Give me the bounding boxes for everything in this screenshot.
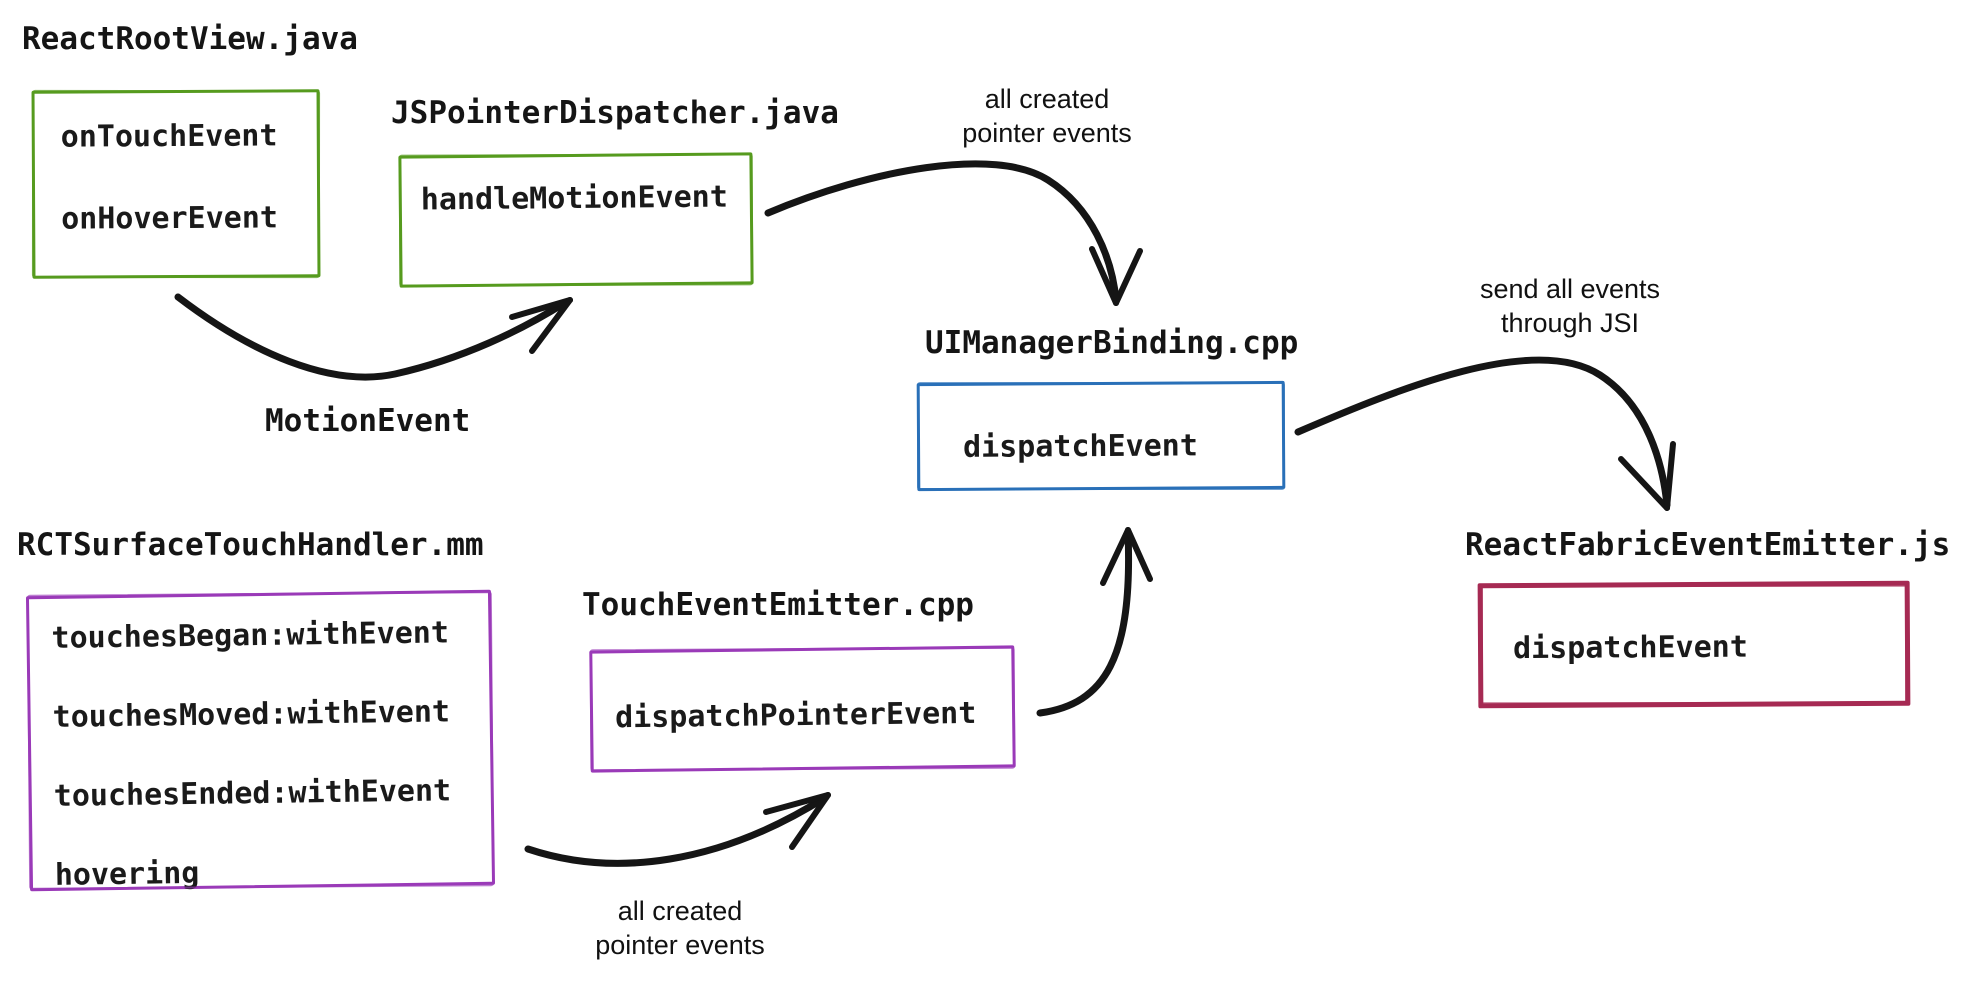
edge-label-send-all-events-through-jsi: send all events through JSI: [1450, 272, 1690, 340]
arrow-send-jsi: [1294, 356, 1676, 511]
title-react-root-view: ReactRootView.java: [22, 21, 358, 57]
edge-label-line: send all events: [1479, 274, 1661, 304]
node-react-fabric-event-emitter: dispatchEvent: [1477, 580, 1911, 709]
edge-label-motion-event: MotionEvent: [265, 403, 471, 439]
title-ui-manager-binding: UIManagerBinding.cpp: [925, 325, 1299, 361]
method-dispatch-pointer-event: dispatchPointerEvent: [614, 695, 977, 736]
method-touches-ended: touchesEnded:withEvent: [53, 773, 452, 814]
arrow-pointer-events-top: [764, 160, 1143, 306]
method-handle-motion-event: handleMotionEvent: [420, 179, 729, 218]
node-react-root-view: onTouchEvent onHoverEvent: [31, 89, 321, 279]
method-on-touch-event: onTouchEvent: [60, 118, 278, 155]
edge-label-line: pointer events: [595, 930, 765, 960]
title-js-pointer-dispatcher: JSPointerDispatcher.java: [391, 95, 839, 131]
edge-label-all-created-pointer-events-top: all created pointer events: [927, 82, 1167, 150]
method-touches-began: touchesBegan:withEvent: [51, 615, 450, 656]
edge-label-line: through JSI: [1500, 308, 1640, 338]
node-ui-manager-binding: dispatchEvent: [916, 380, 1286, 492]
arrow-pointer-events-bottom: [524, 792, 831, 867]
arrow-motion-event: [174, 293, 573, 381]
edge-label-line: pointer events: [962, 118, 1132, 148]
method-dispatch-event-fabric: dispatchEvent: [1512, 629, 1748, 667]
node-rct-surface-touch-handler: touchesBegan:withEvent touchesMoved:with…: [25, 589, 496, 893]
method-dispatch-event-binding: dispatchEvent: [962, 428, 1198, 465]
edge-label-line: all created: [617, 896, 743, 926]
edge-label-all-created-pointer-events-bottom: all created pointer events: [560, 894, 800, 962]
title-react-fabric-event-emitter: ReactFabricEventEmitter.js: [1465, 527, 1951, 563]
arrow-dispatch-up: [1036, 527, 1153, 717]
method-touches-moved: touchesMoved:withEvent: [52, 694, 451, 735]
title-touch-event-emitter: TouchEventEmitter.cpp: [582, 587, 974, 623]
node-js-pointer-dispatcher: handleMotionEvent: [398, 152, 754, 288]
title-rct-surface-touch-handler: RCTSurfaceTouchHandler.mm: [17, 527, 484, 563]
method-on-hover-event: onHoverEvent: [61, 200, 279, 237]
edge-label-line: all created: [984, 84, 1110, 114]
method-hovering: hovering: [54, 855, 200, 893]
node-touch-event-emitter: dispatchPointerEvent: [589, 645, 1016, 773]
